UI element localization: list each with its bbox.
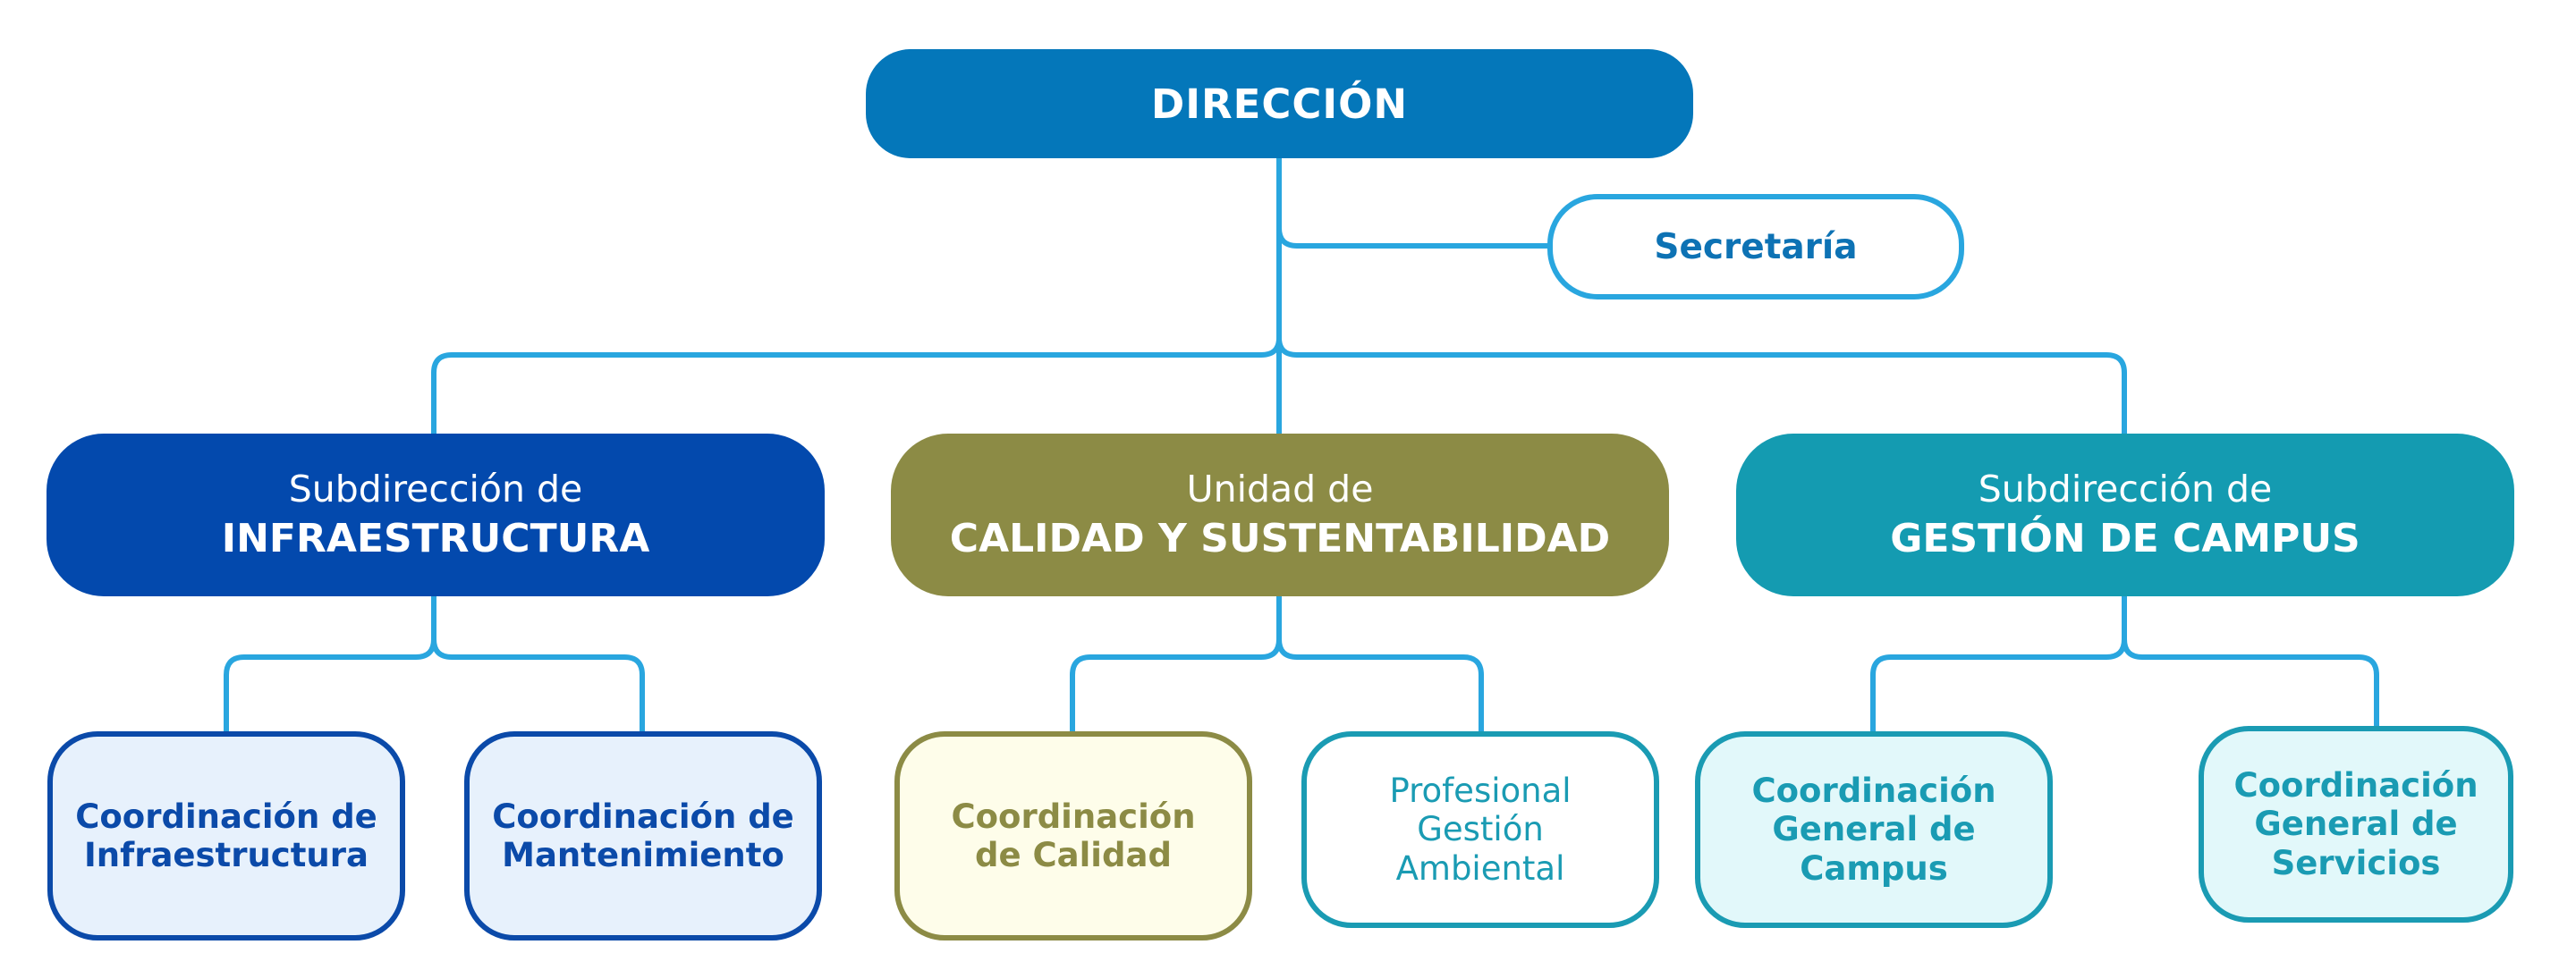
- subdireccion-infraestructura-box: Subdirección de INFRAESTRUCTURA: [47, 434, 825, 596]
- calidad-children-connector: [1070, 594, 1282, 734]
- unidad-name: CALIDAD Y SUSTENTABILIDAD: [949, 516, 1611, 562]
- campus-children-connector: [1870, 594, 2127, 734]
- subdireccion-name: GESTIÓN DE CAMPUS: [1890, 516, 2360, 562]
- leaf-line: Coordinación de: [492, 797, 794, 836]
- subdireccion-name: INFRAESTRUCTURA: [221, 516, 650, 562]
- profesional-gestion-ambiental-box: Profesional Gestión Ambiental: [1301, 731, 1659, 928]
- direccion-box: DIRECCIÓN: [866, 49, 1693, 158]
- leaf-line: General de: [1772, 810, 1976, 849]
- leaf-line: Coordinación de: [75, 797, 377, 836]
- leaf-line: Coordinación: [2233, 766, 2479, 806]
- secretaria-label: Secretaría: [1654, 226, 1858, 267]
- coordinacion-general-servicios-box: Coordinación General de Servicios: [2199, 726, 2513, 923]
- leaf-line: Coordinación: [1751, 772, 1996, 811]
- unidad-calidad-box: Unidad de CALIDAD Y SUSTENTABILIDAD: [891, 434, 1669, 596]
- subdireccion-prefix: Subdirección de: [288, 467, 583, 510]
- leaf-line: de Calidad: [975, 836, 1172, 874]
- coordinacion-general-campus-box: Coordinación General de Campus: [1695, 731, 2053, 928]
- leaf-line: General de: [2254, 805, 2458, 844]
- leaf-line: Gestión: [1417, 810, 1544, 849]
- leaf-line: Infraestructura: [84, 836, 369, 874]
- direccion-label: DIRECCIÓN: [1150, 80, 1409, 128]
- leaf-line: Mantenimiento: [502, 836, 784, 874]
- unidad-prefix: Unidad de: [1186, 467, 1374, 510]
- leaf-line: Coordinación: [951, 797, 1196, 836]
- right-branch-connector: [1276, 335, 2127, 436]
- coordinacion-calidad-box: Coordinación de Calidad: [894, 731, 1252, 940]
- subdireccion-campus-box: Subdirección de GESTIÓN DE CAMPUS: [1736, 434, 2514, 596]
- leaf-line: Servicios: [2271, 843, 2441, 882]
- leaf-line: Profesional: [1389, 772, 1572, 811]
- left-branch-connector: [431, 335, 1282, 436]
- infra-children-connector: [224, 594, 436, 734]
- secretaria-connector: [1276, 225, 1550, 249]
- coordinacion-mantenimiento-box: Coordinación de Mantenimiento: [464, 731, 822, 940]
- coordinacion-infraestructura-box: Coordinación de Infraestructura: [47, 731, 405, 940]
- leaf-line: Ambiental: [1395, 848, 1565, 888]
- secretaria-box: Secretaría: [1547, 194, 1964, 299]
- subdireccion-prefix: Subdirección de: [1978, 467, 2273, 510]
- leaf-line: Campus: [1800, 848, 1948, 888]
